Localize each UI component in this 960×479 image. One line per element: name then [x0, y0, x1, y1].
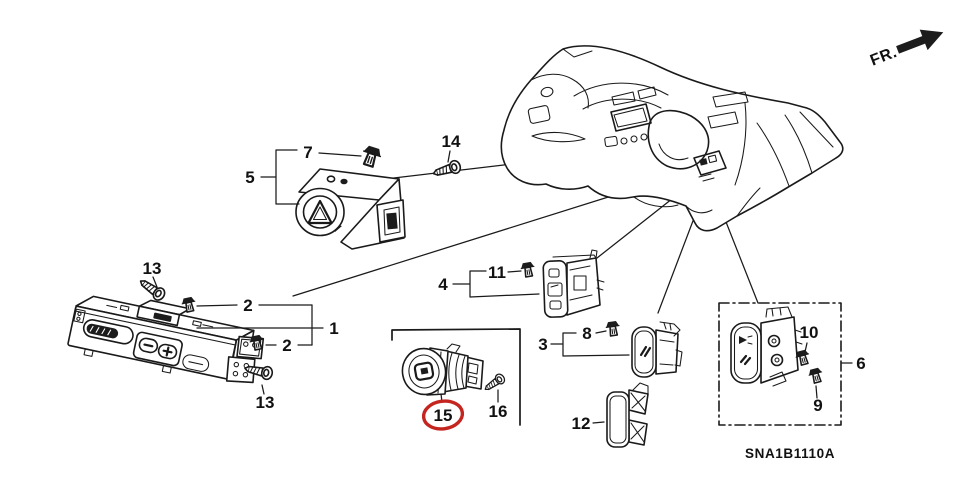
highlight-ring	[421, 399, 465, 431]
part-11-clip-drawing	[519, 260, 537, 279]
callout-10: 10	[800, 323, 819, 342]
switch-glyph2-icon	[739, 354, 752, 366]
callout-4: 4	[438, 275, 448, 294]
part-16-screw-drawing	[481, 371, 507, 395]
part-6-switch-drawing	[730, 306, 803, 387]
callout-2-lower: 2	[282, 336, 291, 355]
callout-2-upper: 2	[243, 296, 252, 315]
callout-13-upper: 13	[143, 259, 162, 278]
drawing-code: SNA1B1110A	[745, 446, 835, 461]
fr-label: FR.	[868, 44, 900, 70]
switch-arrow-icon	[739, 336, 747, 344]
callout-labels: 5 7 14 13 2 1 2 13 4 11 3 8 12 15 16 6 1…	[143, 132, 866, 433]
callout-11: 11	[488, 263, 506, 282]
callout-14: 14	[442, 132, 461, 151]
part-14-screw-drawing	[430, 158, 463, 181]
switch-mount-location	[693, 150, 727, 176]
hazard-triangle-icon	[307, 199, 333, 225]
part-4-switch-drawing	[542, 249, 605, 318]
callout-9: 9	[813, 396, 822, 415]
part-12-blank-panel-drawing	[606, 382, 649, 448]
part-6-group	[718, 302, 842, 426]
callout-16: 16	[489, 402, 508, 421]
callout-3: 3	[538, 335, 547, 354]
plus-button-icon	[162, 346, 173, 357]
minus-button-icon	[143, 343, 154, 348]
part-8-clip-drawing	[604, 319, 622, 338]
part-7-clip-drawing	[358, 143, 384, 170]
fr-direction-arrow: FR.	[868, 29, 944, 70]
part-1-panel-assembly-drawing	[67, 295, 265, 384]
arrow-icon	[896, 29, 944, 54]
callout-13-lower: 13	[256, 393, 275, 412]
part-5-hazard-switch-drawing	[295, 168, 406, 250]
callout-15-highlighted: 15	[434, 406, 453, 425]
callout-5: 5	[245, 168, 254, 187]
callout-8: 8	[582, 324, 591, 343]
callout-1: 1	[329, 319, 338, 338]
part-13-screw-upper-drawing	[136, 275, 168, 304]
part-15-knob-switch-drawing	[401, 343, 484, 396]
part-9-clip-drawing	[806, 366, 825, 385]
part-15-16-group-box	[391, 328, 521, 426]
switch-glyph-icon	[639, 345, 652, 358]
callout-lines	[152, 149, 853, 424]
part-6-dashed-box	[718, 302, 842, 426]
dashboard-drawing	[500, 45, 844, 232]
callout-12: 12	[572, 414, 591, 433]
callout-7: 7	[303, 143, 312, 162]
callout-6: 6	[856, 354, 865, 373]
part-3-switch-drawing	[631, 321, 683, 378]
